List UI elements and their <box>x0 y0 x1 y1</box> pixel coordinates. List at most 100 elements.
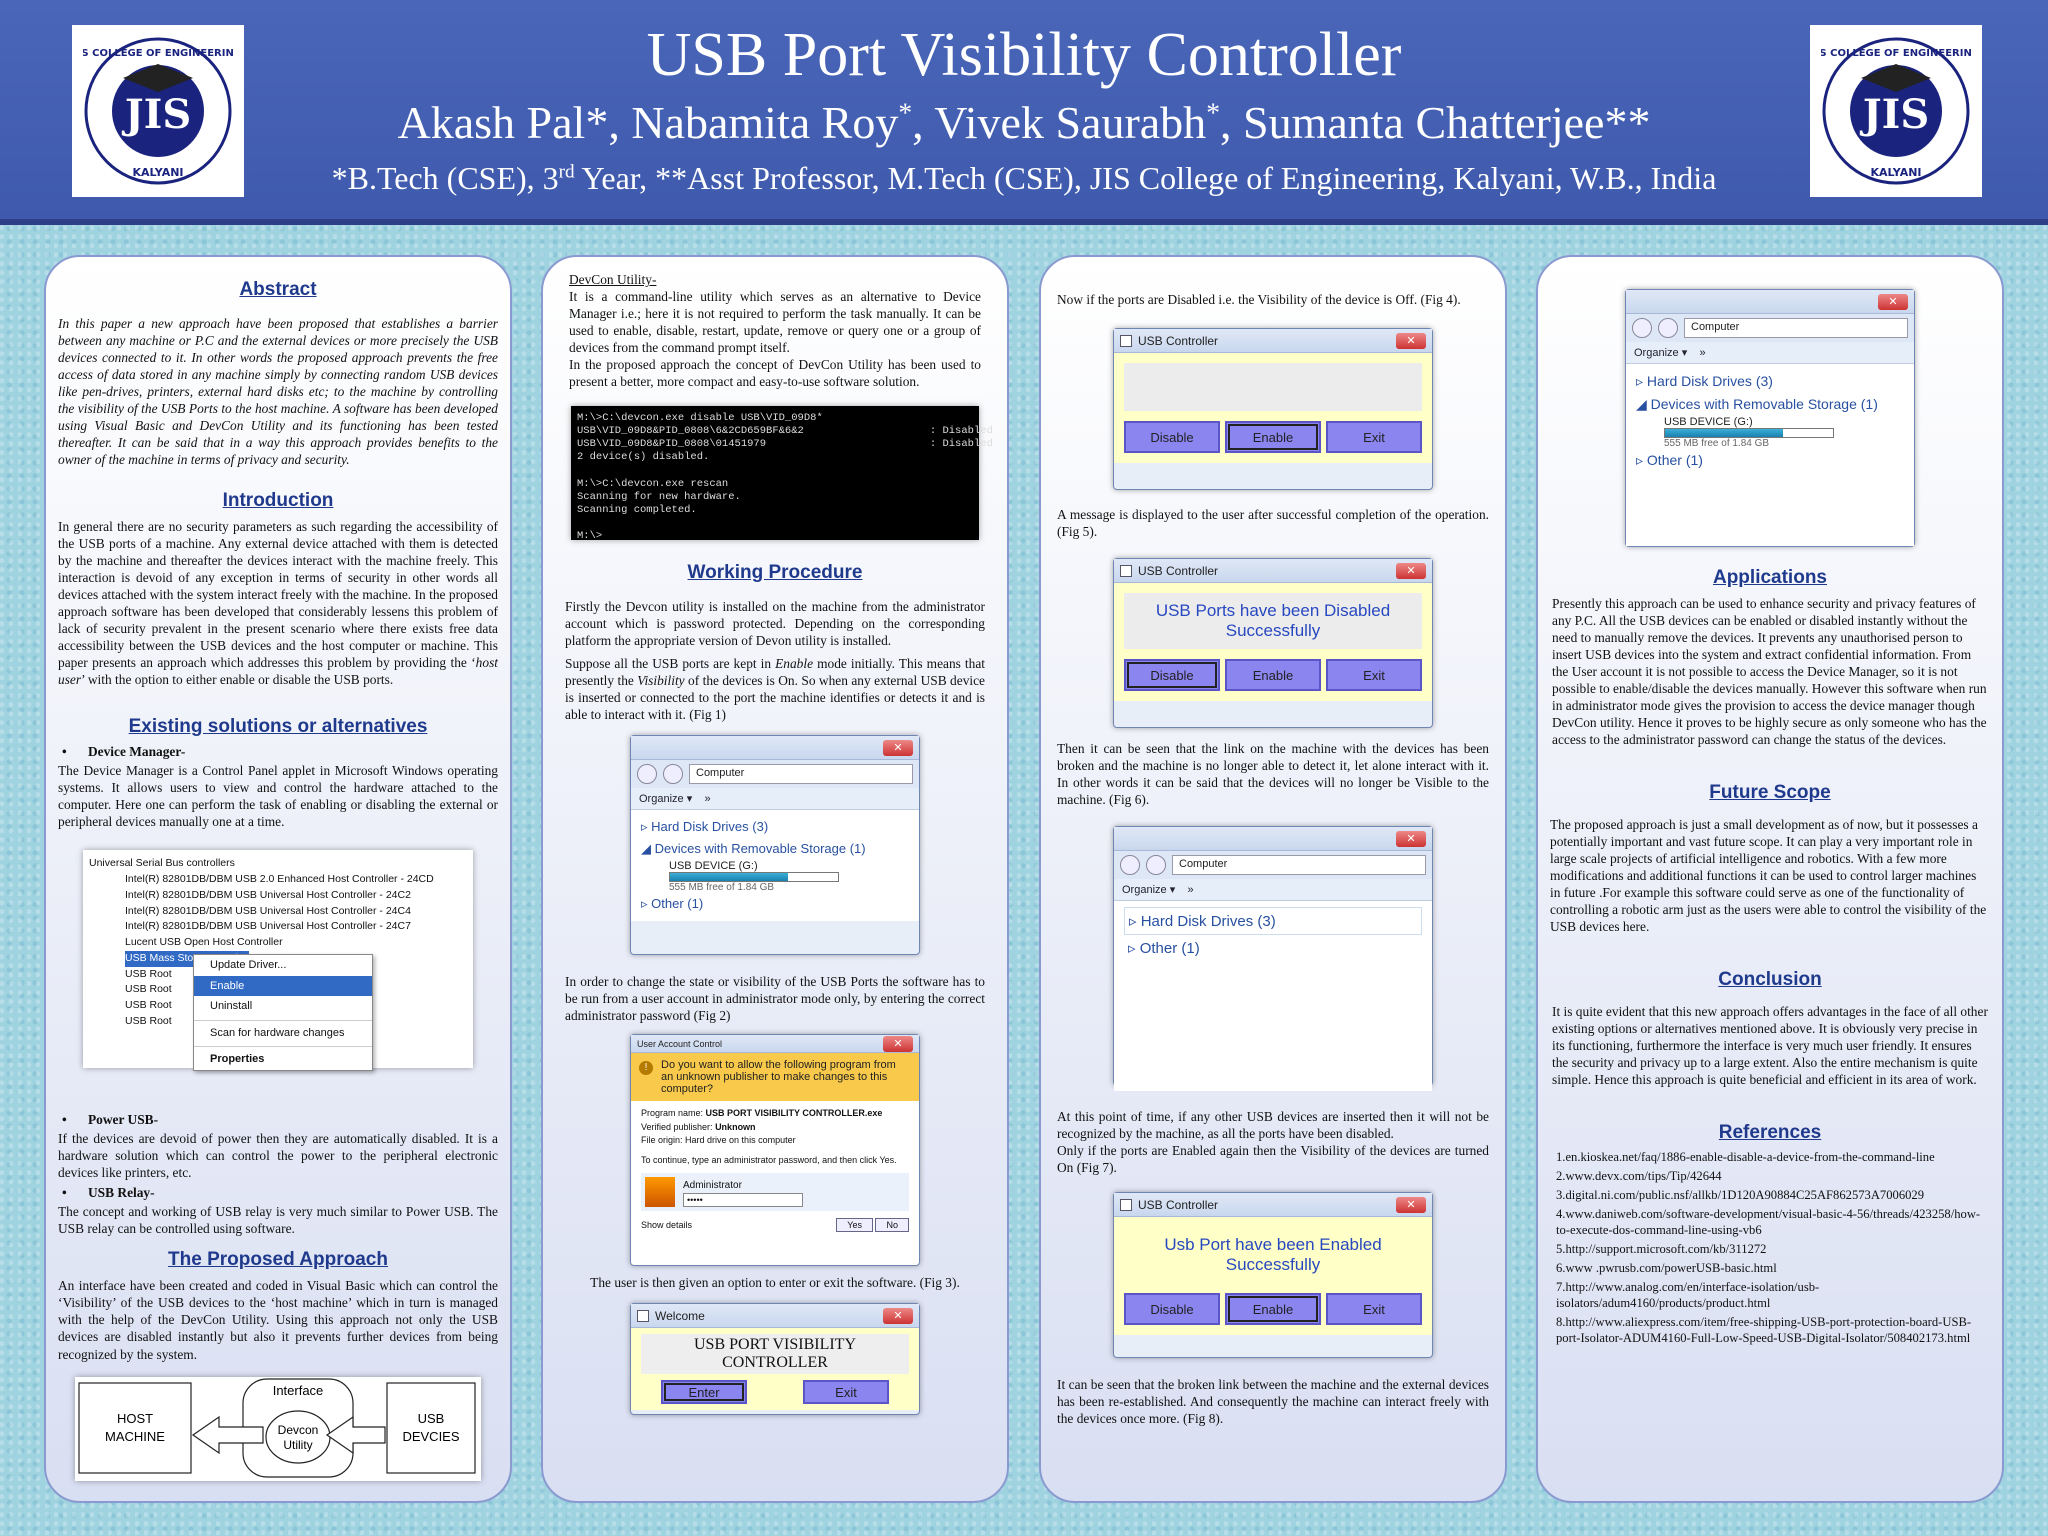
enable-button[interactable]: Enable <box>1225 659 1321 692</box>
uac-warning: !Do you want to allow the following prog… <box>631 1053 919 1102</box>
organize-button[interactable]: Organize <box>1122 884 1167 897</box>
enter-button[interactable]: Enter <box>661 1380 747 1405</box>
working-title: Working Procedure <box>687 562 863 584</box>
devtree-item: Intel(R) 82801DB/DBM USB 2.0 Enhanced Ho… <box>125 873 434 886</box>
controller-dialog-fig4: USB Controller✕ Disable Enable Exit <box>1113 328 1433 491</box>
app-icon <box>637 1309 649 1322</box>
no-button[interactable]: No <box>875 1218 909 1233</box>
controller-body: Disable Enable Exit <box>1114 353 1432 464</box>
abstract-text: In this paper a new approach have been p… <box>58 316 498 468</box>
more-button[interactable]: » <box>1187 884 1194 897</box>
welcome-text: USB PORT VISIBILITY CONTROLLER <box>641 1334 909 1375</box>
jis-logo-icon: JIS JIS COLLEGE OF ENGINEERING KALYANI <box>1821 37 1971 185</box>
usb-device-item[interactable]: USB DEVICE (G:) 555 MB free of 1.84 GB <box>641 860 909 893</box>
exit-button[interactable]: Exit <box>803 1380 889 1405</box>
controller-titlebar: USB Controller✕ <box>1114 329 1432 354</box>
reference-item[interactable]: 3.digital.ni.com/public.nsf/allkb/1D120A… <box>1556 1188 1925 1203</box>
references-list: 1.en.kioskea.net/faq/1886-enable-disable… <box>1550 1150 1990 1347</box>
other-group[interactable]: ▹ Other (1) <box>1128 940 1200 958</box>
reference-item[interactable]: 7.http://www.analog.com/en/interface-iso… <box>1556 1280 1820 1311</box>
close-icon[interactable]: ✕ <box>883 1036 913 1053</box>
back-icon[interactable] <box>1632 318 1652 338</box>
exit-button[interactable]: Exit <box>1326 659 1422 692</box>
reference-item[interactable]: 4.www.daniweb.com/software-development/v… <box>1556 1207 1981 1238</box>
storage-bar <box>1664 428 1834 438</box>
forward-icon[interactable] <box>663 764 683 785</box>
app-icon <box>1120 564 1132 577</box>
explorer-content: ▹ Hard Disk Drives (3) ◢ Devices with Re… <box>1626 364 1914 546</box>
controller-titlebar: USB Controller✕ <box>1114 1193 1432 1218</box>
svg-text:JIS: JIS <box>1860 91 1930 138</box>
reference-item[interactable]: 8.http://www.aliexpress.com/item/free-sh… <box>1556 1315 1972 1346</box>
welcome-body: USB PORT VISIBILITY CONTROLLER Enter Exi… <box>631 1328 919 1411</box>
other-group[interactable]: ▹ Other (1) <box>1636 452 1703 468</box>
close-icon[interactable]: ✕ <box>1396 1197 1426 1214</box>
column-1: Abstract In this paper a new approach ha… <box>44 255 512 1503</box>
enable-button[interactable]: Enable <box>1225 1293 1321 1326</box>
usb-device-item[interactable]: USB DEVICE (G:) 555 MB free of 1.84 GB <box>1636 416 1904 449</box>
removable-group[interactable]: ◢ Devices with Removable Storage (1) <box>641 841 866 857</box>
storage-fill <box>1665 429 1783 437</box>
col3-text-4: At this point of time, if any other USB … <box>1057 1109 1489 1142</box>
close-icon[interactable]: ✕ <box>1878 294 1908 310</box>
show-details-link[interactable]: Show details <box>641 1220 693 1231</box>
close-icon[interactable]: ✕ <box>883 740 913 757</box>
conclusion-title: Conclusion <box>1718 969 1822 991</box>
host-label-2: MACHINE <box>105 1429 165 1444</box>
forward-icon[interactable] <box>1658 318 1678 338</box>
enable-button[interactable]: Enable <box>1225 421 1321 454</box>
uac-titlebar: User Account Control✕ <box>631 1035 919 1054</box>
exit-button[interactable]: Exit <box>1326 1293 1422 1326</box>
devcon-text-2: In the proposed approach the concept of … <box>569 357 981 390</box>
organize-button[interactable]: Organize <box>639 793 684 806</box>
reference-item[interactable]: 6.www .pwrusb.com/powerUSB-basic.html <box>1556 1261 1777 1276</box>
hdd-group[interactable]: ▹ Hard Disk Drives (3) <box>641 819 769 835</box>
devcon-ellipse <box>265 1409 331 1464</box>
jis-logo-icon: JIS JIS COLLEGE OF ENGINEERING KALYANI <box>83 37 233 185</box>
uac-dialog-fig2: User Account Control✕ !Do you want to al… <box>630 1034 920 1267</box>
close-icon[interactable]: ✕ <box>883 1308 913 1325</box>
other-group[interactable]: ▹ Other (1) <box>641 896 704 912</box>
explorer-window-fig6: ✕ Computer Organize ▾ » ▹ Hard Disk Driv… <box>1113 826 1433 1092</box>
forward-icon[interactable] <box>1146 855 1166 876</box>
applications-title: Applications <box>1712 567 1827 588</box>
hdd-group[interactable]: ▹ Hard Disk Drives (3) <box>1636 373 1773 389</box>
usb-relay-label: •USB Relay- <box>62 1185 155 1201</box>
address-bar[interactable]: Computer <box>1684 318 1908 338</box>
welcome-titlebar: Welcome✕ <box>631 1304 919 1329</box>
close-icon[interactable]: ✕ <box>1396 563 1426 580</box>
yes-button[interactable]: Yes <box>836 1218 873 1233</box>
back-icon[interactable] <box>1120 855 1140 876</box>
reference-item[interactable]: 5.http://support.microsoft.com/kb/311272 <box>1556 1242 1767 1257</box>
usb-label-2: DEVCIES <box>402 1429 459 1444</box>
storage-fill <box>670 873 788 882</box>
password-input[interactable]: ••••• <box>683 1192 803 1207</box>
hdd-group[interactable]: ▹ Hard Disk Drives (3) <box>1124 907 1422 936</box>
controller-titlebar: USB Controller✕ <box>1114 559 1432 584</box>
reference-item[interactable]: 2.www.devx.com/tips/Tip/42644 <box>1556 1169 1722 1184</box>
devtree-root: Universal Serial Bus controllers <box>89 857 235 870</box>
reference-item[interactable]: 1.en.kioskea.net/faq/1886-enable-disable… <box>1556 1150 1935 1165</box>
disable-button[interactable]: Disable <box>1124 659 1220 692</box>
storage-bar <box>669 872 839 883</box>
removable-group[interactable]: ◢ Devices with Removable Storage (1) <box>1636 396 1878 412</box>
svg-text:JIS COLLEGE OF ENGINEERING: JIS COLLEGE OF ENGINEERING <box>1821 48 1971 59</box>
disable-button[interactable]: Disable <box>1124 421 1220 454</box>
address-bar[interactable]: Computer <box>1172 855 1426 876</box>
address-bar[interactable]: Computer <box>689 764 913 785</box>
disable-button[interactable]: Disable <box>1124 1293 1220 1326</box>
abstract-title: Abstract <box>239 279 317 300</box>
exit-button[interactable]: Exit <box>1326 421 1422 454</box>
more-button[interactable]: » <box>704 793 711 806</box>
organize-button[interactable]: Organize <box>1634 347 1679 359</box>
storage-free: 555 MB free of 1.84 GB <box>1664 438 1770 449</box>
back-icon[interactable] <box>637 764 657 785</box>
close-icon[interactable]: ✕ <box>1396 831 1426 848</box>
more-button[interactable]: » <box>1699 347 1706 359</box>
message-area <box>1124 363 1422 412</box>
devtree-item: USB Root <box>125 1014 172 1027</box>
explorer-window-fig1: ✕ Computer Organize ▾ » ▹ Hard Disk Driv… <box>630 735 920 956</box>
explorer-toolbar: Organize ▾ » <box>1114 879 1432 902</box>
context-menu: Update Driver... Enable Uninstall Scan f… <box>193 954 373 1071</box>
close-icon[interactable]: ✕ <box>1396 333 1426 350</box>
